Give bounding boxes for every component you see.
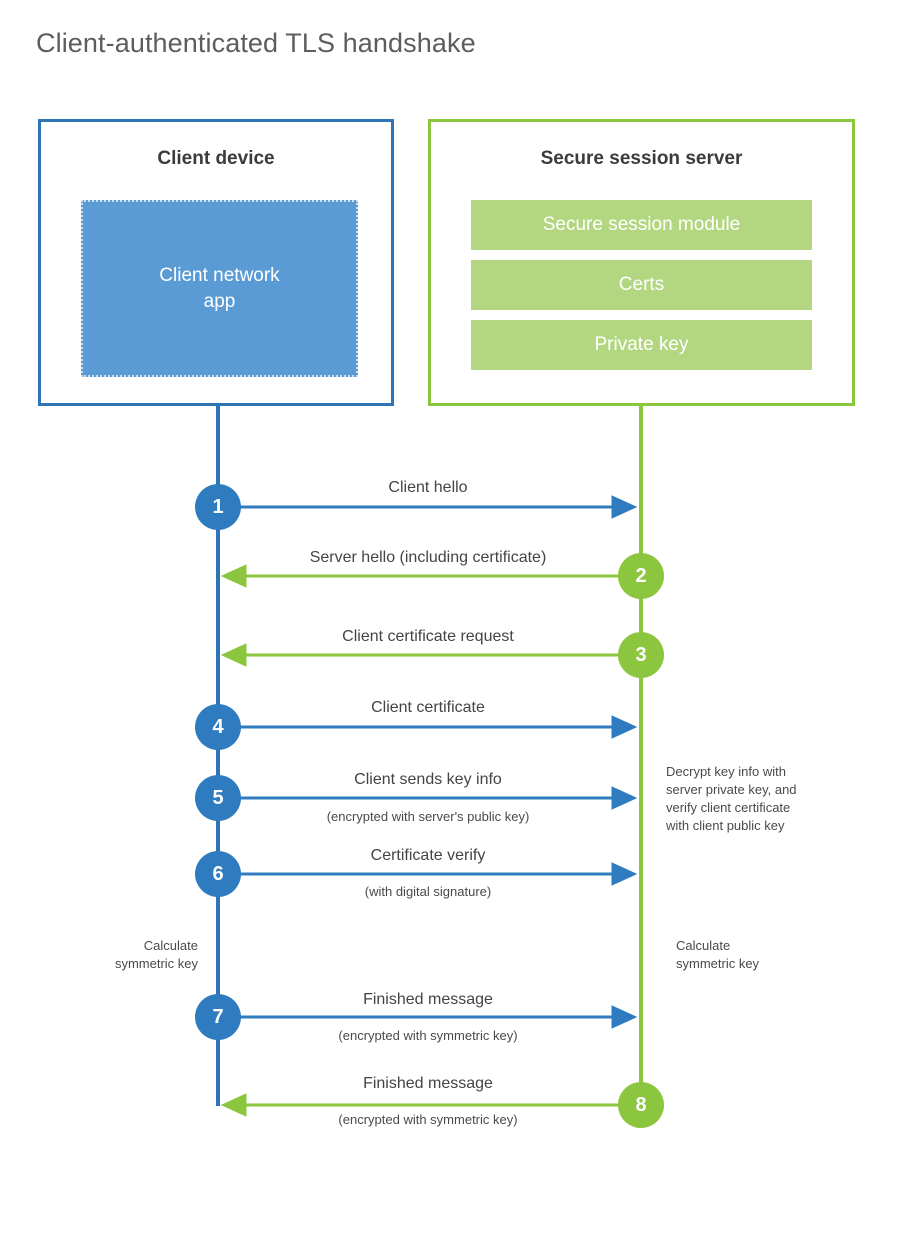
message-label-1: Client hello — [388, 479, 468, 496]
message-label-2: Server hello (including certificate) — [309, 549, 547, 566]
client-network-app-block: Client network app — [81, 200, 358, 377]
server-bar-certs: Certs — [471, 260, 812, 310]
client-device-title: Client device — [157, 148, 275, 169]
message-label-8: Finished message — [363, 1075, 493, 1092]
client-device-box: Client device Client network app — [38, 119, 394, 406]
secure-session-server-title: Secure session server — [540, 148, 743, 169]
server-component-list: Secure session module Certs Private key — [471, 200, 812, 370]
message-sublabel-8: (encrypted with symmetric key) — [338, 1112, 518, 1127]
message-label-4: Client certificate — [371, 699, 485, 716]
annotation-client-calculate-symmetric-key: Calculate symmetric key — [114, 938, 198, 971]
message-sublabel-6: (with digital signature) — [364, 884, 492, 899]
server-bar-private-key: Private key — [471, 320, 812, 370]
message-label-3: Client certificate request — [342, 628, 514, 645]
step-circle-6[interactable]: 6 — [195, 851, 241, 897]
page-title: Client-authenticated TLS handshake — [36, 28, 476, 58]
annotation-server-decrypt: Decrypt key info with server private key… — [666, 764, 797, 833]
step-circle-3[interactable]: 3 — [618, 632, 664, 678]
step-circle-5[interactable]: 5 — [195, 775, 241, 821]
step-circle-4[interactable]: 4 — [195, 704, 241, 750]
message-label-5: Client sends key info — [354, 771, 502, 788]
server-lifeline — [639, 404, 643, 1106]
secure-session-server-box: Secure session server Secure session mod… — [428, 119, 855, 406]
step-circle-2[interactable]: 2 — [618, 553, 664, 599]
message-label-6: Certificate verify — [370, 847, 486, 864]
server-bar-secure-session-module: Secure session module — [471, 200, 812, 250]
annotation-server-calculate-symmetric-key: Calculate symmetric key — [676, 938, 760, 971]
message-sublabel-5: (encrypted with server's public key) — [326, 809, 530, 824]
message-label-7: Finished message — [363, 991, 493, 1008]
step-circle-1[interactable]: 1 — [195, 484, 241, 530]
step-circle-8[interactable]: 8 — [618, 1082, 664, 1128]
step-circle-7[interactable]: 7 — [195, 994, 241, 1040]
message-sublabel-7: (encrypted with symmetric key) — [338, 1028, 518, 1043]
client-lifeline — [216, 404, 220, 1106]
